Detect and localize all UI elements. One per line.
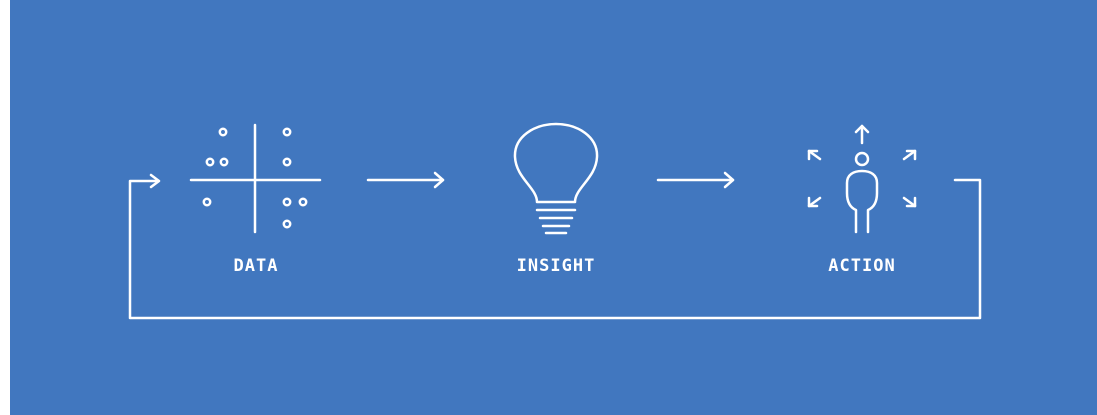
step-label-data: DATA [233, 256, 279, 276]
left-margin-strip [0, 0, 10, 415]
step-label-insight: INSIGHT [516, 256, 596, 276]
data-scatter-icon [189, 123, 322, 234]
lightbulb-icon [513, 122, 599, 235]
step-label-action: ACTION [828, 256, 896, 276]
arrow-right-icon [656, 171, 735, 189]
person-action-icon [807, 124, 917, 234]
diagram-panel [10, 0, 1097, 415]
arrow-right-icon [366, 171, 445, 189]
feedback-loop-icon [128, 173, 982, 320]
